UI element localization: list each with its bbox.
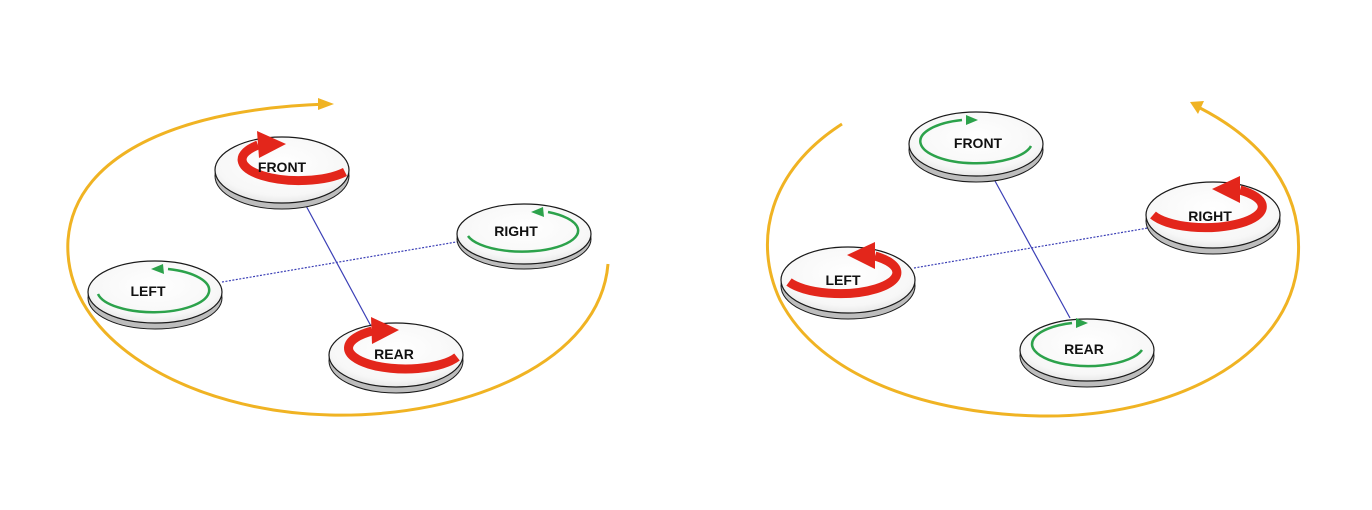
diagram-right: FRONT RIGHT LEFT bbox=[766, 101, 1301, 418]
arm-left-right bbox=[221, 240, 463, 283]
rotor-front-label: FRONT bbox=[954, 135, 1003, 151]
rotor-front-label: FRONT bbox=[258, 159, 307, 175]
rotor-rear: REAR bbox=[328, 317, 464, 394]
clockwise-arrow-icon bbox=[919, 115, 1033, 165]
clockwise-arrow-icon bbox=[237, 131, 348, 186]
yaw-arrow-icon bbox=[66, 98, 610, 417]
arm-left-right bbox=[913, 227, 1149, 269]
counterclockwise-arrow-icon bbox=[1150, 176, 1267, 233]
clockwise-arrow-icon bbox=[344, 317, 460, 374]
rotor-front: FRONT bbox=[908, 111, 1044, 183]
arm-front-rear bbox=[303, 201, 373, 329]
rotor-left-label: LEFT bbox=[131, 283, 166, 299]
rotor-right-label: RIGHT bbox=[1188, 208, 1232, 224]
counterclockwise-arrow-icon bbox=[96, 264, 211, 314]
rotor-left: LEFT bbox=[87, 260, 223, 330]
diagram-left: FRONT RIGHT LEFT bbox=[66, 98, 610, 417]
rotor-rear-label: REAR bbox=[1064, 341, 1104, 357]
rotor-rear-label: REAR bbox=[374, 346, 414, 362]
clockwise-arrow-icon bbox=[1030, 318, 1144, 368]
rotor-left-label: LEFT bbox=[826, 272, 861, 288]
arm-front-rear bbox=[994, 180, 1071, 319]
rotor-left: LEFT bbox=[780, 242, 916, 320]
rotor-right: RIGHT bbox=[456, 203, 592, 270]
rotor-right-label: RIGHT bbox=[494, 223, 538, 239]
rotor-rear: REAR bbox=[1019, 318, 1155, 388]
counterclockwise-arrow-icon bbox=[786, 242, 902, 299]
counterclockwise-arrow-icon bbox=[466, 207, 580, 253]
rotor-right: RIGHT bbox=[1145, 176, 1281, 255]
yaw-arrow-icon bbox=[766, 101, 1301, 418]
rotor-front: FRONT bbox=[214, 131, 350, 210]
